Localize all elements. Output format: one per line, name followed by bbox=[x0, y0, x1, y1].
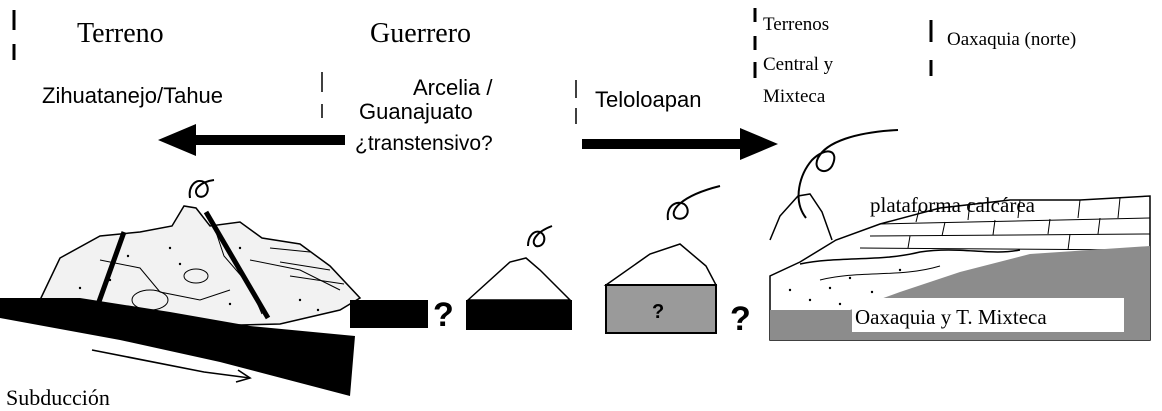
heading-terrenos-2: Central y bbox=[763, 54, 834, 75]
label-arcelia-1: Arcelia / bbox=[413, 75, 493, 100]
label-subduccion: Subducción bbox=[6, 385, 110, 410]
subterrane-dividers bbox=[321, 72, 577, 124]
subduction-arrow bbox=[91, 349, 252, 383]
extension-arrows bbox=[158, 124, 778, 160]
heading-terreno: Terreno bbox=[77, 18, 164, 49]
heading-guerrero: Guerrero bbox=[370, 18, 471, 49]
label-plataforma: plataforma calcárea bbox=[870, 193, 1036, 217]
heading-terrenos-3: Mixteca bbox=[763, 86, 826, 107]
plume-icon-3 bbox=[666, 185, 721, 221]
label-teloloapan: Teloloapan bbox=[595, 87, 701, 112]
heading-oaxaquia-norte: Oaxaquia (norte) bbox=[947, 29, 1076, 50]
label-transtensivo: ¿transtensivo? bbox=[355, 132, 493, 155]
right-arrowhead-icon bbox=[740, 128, 778, 160]
volcanic-plumes bbox=[188, 129, 899, 248]
arcelia-arc bbox=[466, 257, 572, 330]
label-arcelia-2: Guanajuato bbox=[359, 99, 473, 124]
plume-icon-4 bbox=[797, 129, 899, 219]
plume-icon-2 bbox=[527, 225, 553, 248]
teloloapan-arc bbox=[603, 243, 718, 334]
oaxaquia-platform bbox=[769, 193, 1151, 341]
plume-icon-1 bbox=[188, 179, 215, 199]
label-basement: Oaxaquia y T. Mixteca bbox=[855, 305, 1047, 329]
subducting-slab bbox=[0, 298, 428, 396]
heading-terrenos-1: Terrenos bbox=[763, 14, 829, 35]
header-dividers bbox=[12, 8, 933, 78]
label-zihuatanejo: Zihuatanejo/Tahue bbox=[42, 83, 223, 108]
question-mark-teloloapan: ? bbox=[652, 301, 664, 323]
question-mark-2: ? bbox=[730, 300, 751, 338]
question-mark-1: ? bbox=[433, 296, 454, 334]
left-arrowhead-icon bbox=[158, 124, 196, 156]
